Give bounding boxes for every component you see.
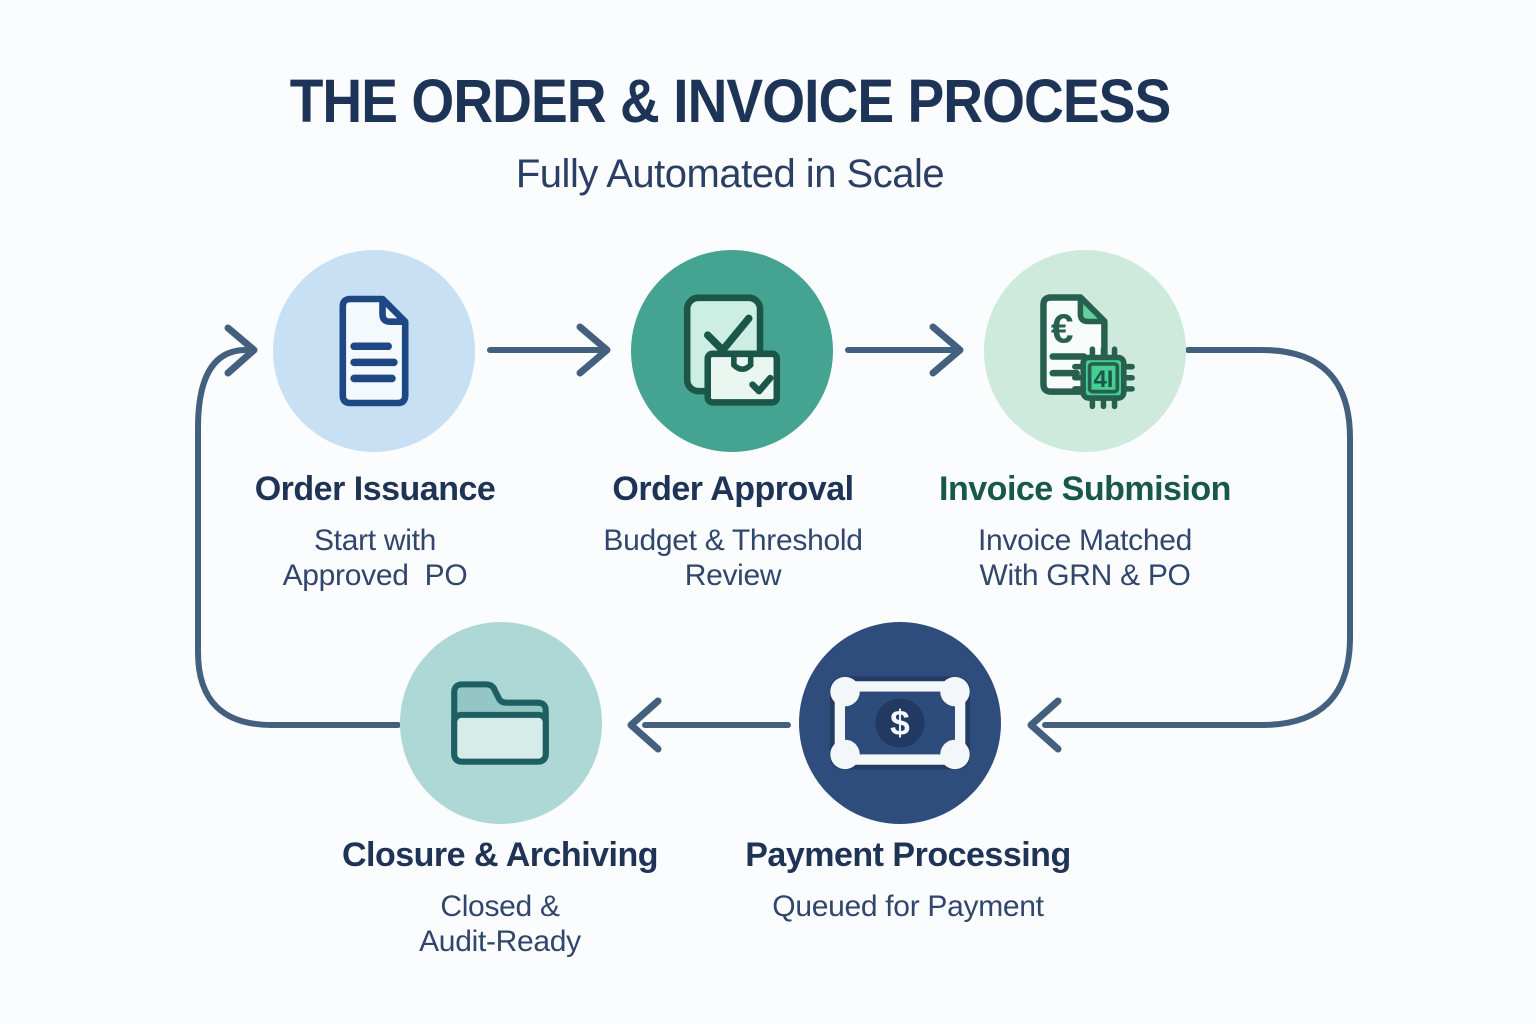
step-closure-archiving: Closure & Archiving Closed & Audit-Ready [300, 836, 700, 959]
step-title-order-issuance: Order Issuance [254, 470, 496, 508]
step-order-approval: Order Approval Budget & Threshold Review [538, 470, 928, 593]
folder-icon [451, 681, 549, 765]
step-title-invoice-submission: Invoice Submision [939, 470, 1231, 508]
step-circle-invoice-submission: € 4I [984, 250, 1186, 452]
approved-package-icon [683, 294, 781, 406]
step-invoice-submission: Invoice Submision Invoice Matched With G… [890, 470, 1280, 593]
step-subtitle-line: Review [684, 559, 782, 592]
ai-chip: 4I [1072, 346, 1135, 410]
page-title: THE ORDER & INVOICE PROCESS [289, 67, 1172, 136]
step-subtitle-line: Start with [313, 524, 437, 557]
step-subtitle-line: With GRN & PO [979, 559, 1191, 592]
step-subtitle-line: Closed & [440, 890, 560, 923]
chip-label: 4I [1093, 366, 1113, 393]
step-subtitle-line: Approved PO [282, 559, 468, 592]
dollar-symbol: $ [890, 704, 910, 743]
step-subtitle-line: Audit-Ready [419, 925, 581, 958]
arrow-issuance-to-approval-icon [487, 323, 611, 377]
step-subtitle-line: Budget & Threshold [603, 524, 863, 557]
step-subtitle-line: Invoice Matched [978, 524, 1192, 557]
step-circle-closure-archiving [400, 622, 602, 824]
step-subtitle-line: Queued for Payment [772, 890, 1044, 923]
euro-symbol: € [1051, 306, 1074, 352]
invoice-ai-chip-icon: € 4I [1040, 294, 1135, 410]
step-payment-processing: Payment Processing Queued for Payment [708, 836, 1108, 924]
arrow-payment-to-closure-icon [627, 697, 791, 753]
document-icon [339, 295, 409, 407]
step-title-closure-archiving: Closure & Archiving [341, 836, 659, 874]
step-circle-payment-processing: $ [799, 622, 1001, 824]
step-title-order-approval: Order Approval [612, 470, 854, 508]
arrow-approval-to-invoice-icon [845, 323, 964, 377]
step-circle-order-issuance [273, 250, 475, 452]
step-title-payment-processing: Payment Processing [745, 836, 1071, 874]
step-order-issuance: Order Issuance Start with Approved PO [180, 470, 570, 593]
banknote-icon: $ [829, 676, 971, 770]
page-subtitle: Fully Automated in Scale [515, 152, 945, 196]
step-circle-order-approval [631, 250, 833, 452]
